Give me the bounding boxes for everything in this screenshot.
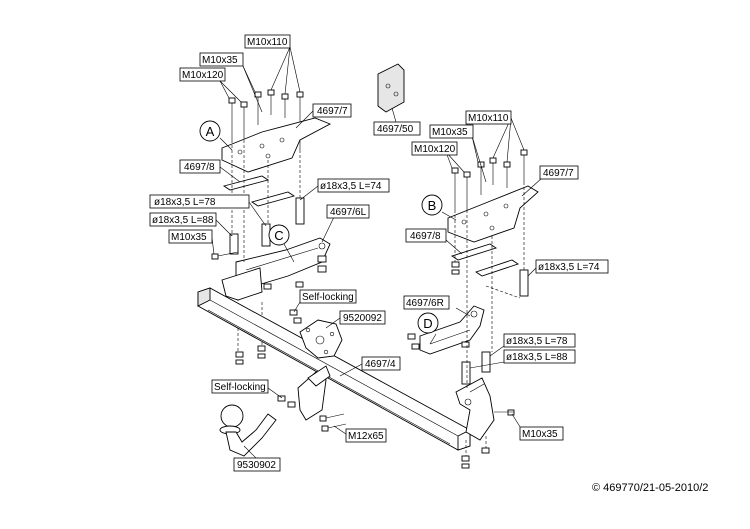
label-d18-88-right: ø18x3,5 L=88 [503,349,576,364]
label-4697-8-right: 4697/8 [405,228,447,243]
label-self-locking-top: Self-locking [299,289,357,304]
plate-4697-8-right [450,243,520,277]
nuts-lower-left [235,345,266,365]
label-d18-74-right-text: ø18x3,5 L=74 [538,262,600,273]
circle-a-text: A [206,124,215,139]
label-4697-50: 4697/50 [373,121,421,136]
left-bolts [228,89,304,150]
label-d18-78-right: ø18x3,5 L=78 [503,333,576,348]
bolt-m10x35-left-mid [211,251,304,290]
label-4697-4-text: 4697/4 [365,359,396,370]
circle-b: B [421,194,443,216]
label-m10x120-right: M10x120 [411,141,458,156]
label-m10x120-left: M10x120 [179,67,226,82]
label-m10x35-right-top: M10x35 [429,124,474,139]
bracket-4697-6r [407,305,485,355]
label-m10x120-right-text: M10x120 [414,144,456,155]
label-d18-88-left: ø18x3,5 L=88 [149,212,217,227]
label-d18-88-right-text: ø18x3,5 L=88 [506,352,568,363]
label-m10x35-right-bottom: M10x35 [519,426,564,441]
circle-c-text: C [274,228,283,243]
label-4697-50-text: 4697/50 [377,124,414,135]
label-m10x35-right-top-text: M10x35 [432,127,468,138]
label-m12x65-text: M12x65 [348,431,384,442]
label-m10x120-left-text: M10x120 [182,70,224,81]
right-bolts [451,149,528,210]
circle-d-text: D [423,316,432,331]
label-4697-6r: 4697/6R [403,295,450,310]
label-m10x35-left-top-text: M10x35 [202,55,238,66]
circle-d: D [417,312,439,334]
crossbar-4697-4 [197,267,495,451]
label-m10x110-right: M10x110 [465,110,512,125]
label-4697-8-left-text: 4697/8 [184,162,215,173]
label-m10x35-left-mid: M10x35 [168,229,213,244]
label-m10x110-right-text: M10x110 [468,113,509,124]
label-m10x35-right-bottom-text: M10x35 [522,429,558,440]
label-9530902-text: 9530902 [237,460,276,471]
label-4697-6l: 4697/6L [326,204,370,219]
plate-4697-7-right [447,185,539,243]
ball-mount-plates [277,365,347,432]
leader-lines [211,46,543,459]
label-d18-78-left: ø18x3,5 L=78 [149,194,250,209]
bolts-lower-right [461,409,515,469]
label-4697-7-right-text: 4697/7 [543,168,574,179]
circle-c: C [268,224,290,246]
label-d18-74-left-text: ø18x3,5 L=74 [320,181,382,192]
label-4697-6l-text: 4697/6L [330,207,367,218]
label-4697-8-right-text: 4697/8 [410,231,441,242]
circle-a: A [199,120,221,142]
label-4697-7-left: 4697/7 [312,103,352,118]
socket-plate-9520092 [289,309,343,359]
label-9530902: 9530902 [233,457,281,472]
label-4697-7-right: 4697/7 [539,165,579,180]
label-9520092-text: 9520092 [343,313,382,324]
label-4697-4: 4697/4 [361,356,401,371]
label-d18-74-left: ø18x3,5 L=74 [317,178,390,193]
label-d18-74-right: ø18x3,5 L=74 [535,259,609,274]
label-m12x65: M12x65 [345,428,387,443]
label-9520092: 9520092 [339,310,386,325]
label-d18-78-right-text: ø18x3,5 L=78 [506,336,568,347]
label-m10x35-left-mid-text: M10x35 [171,232,207,243]
label-4697-7-left-text: 4697/7 [317,106,348,117]
label-m10x110-left-text: M10x110 [247,37,288,48]
label-self-locking-bottom-text: Self-locking [214,382,266,393]
copyright-text: © 469770/21-05-2010/2 [592,482,709,494]
label-self-locking-bottom: Self-locking [211,379,269,394]
label-m10x35-left-top: M10x35 [199,52,244,67]
label-self-locking-top-text: Self-locking [302,292,354,303]
label-d18-78-left-text: ø18x3,5 L=78 [154,197,216,208]
label-4697-6r-text: 4697/6R [406,298,444,309]
label-d18-88-left-text: ø18x3,5 L=88 [152,215,214,226]
label-4697-8-left: 4697/8 [179,159,221,174]
circle-b-text: B [428,198,437,213]
tow-ball-9530902 [219,404,277,457]
label-m10x110-left: M10x110 [244,34,291,49]
part-4697-50 [377,63,405,113]
plate-4697-7-left [221,117,332,173]
